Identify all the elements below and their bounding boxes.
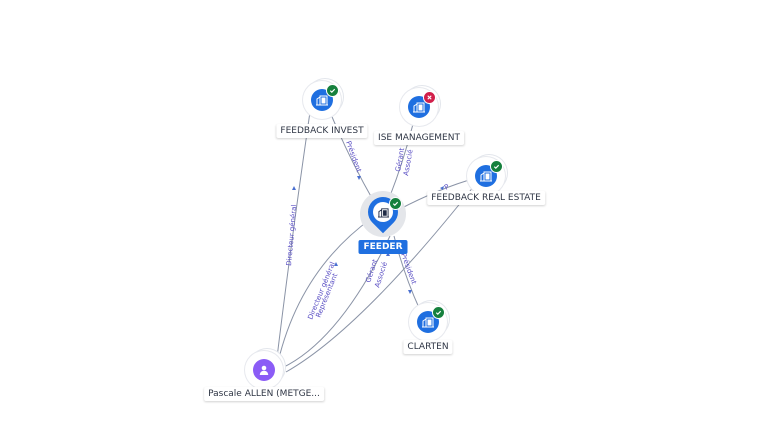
node-label: FEEDBACK INVEST (276, 124, 368, 138)
edge-label: P (443, 183, 451, 192)
edge-label: Président (344, 140, 363, 174)
edge-arrow (357, 176, 361, 180)
node-label: Pascale ALLEN (METGE... (204, 387, 324, 401)
edge-arrow (386, 252, 390, 256)
check-badge-icon (326, 84, 339, 97)
edge-pascale-invest (275, 111, 311, 367)
node-label: ISE MANAGEMENT (374, 131, 464, 145)
edge-arrow (408, 290, 412, 294)
node-label: FEEDER (358, 240, 408, 254)
node-label: FEEDBACK REAL ESTATE (427, 191, 545, 205)
edge-pascale-feeder-dg (277, 217, 373, 363)
edge-label: Directeur général (285, 204, 298, 266)
edge-invest-feeder (329, 111, 374, 201)
edge-arrow (334, 262, 338, 266)
node-label: CLARTEN (403, 340, 453, 354)
check-badge-icon (389, 197, 402, 210)
edge-pascale-realestate (285, 185, 475, 373)
edge-arrow (440, 186, 444, 190)
edge-arrow (292, 186, 296, 190)
check-badge-icon (432, 306, 445, 319)
building-icon (373, 202, 393, 222)
close-badge-icon (423, 91, 436, 104)
check-badge-icon (490, 160, 503, 173)
edge-ise-feeder (389, 119, 415, 197)
edge-pascale-feeder-gerant (281, 235, 391, 369)
person-icon (253, 359, 275, 381)
